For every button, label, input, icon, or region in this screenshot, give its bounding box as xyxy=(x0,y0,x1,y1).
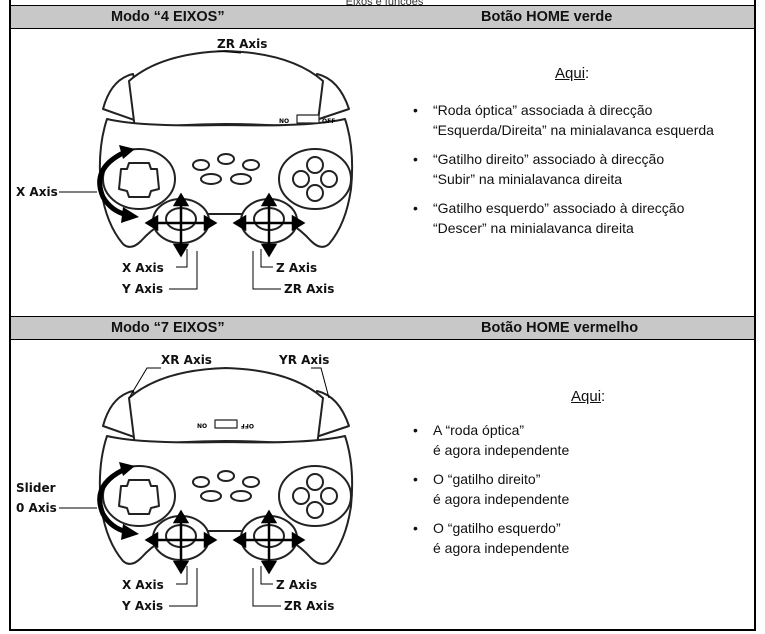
section2-home-button-title: Botão HOME vermelho xyxy=(481,320,639,336)
slider-label: Slider xyxy=(16,481,56,495)
gamepad-diagram-7-axes: NO OFF xyxy=(16,353,354,613)
zr-axis-bottom-label: ZR Axis xyxy=(284,599,334,613)
switch-label-no: NO xyxy=(279,118,289,125)
gamepad-diagram-4-axes: NO OFF xyxy=(16,37,354,296)
section1-header: Modo “4 EIXOS” Botão HOME verde xyxy=(11,5,754,29)
right-stick-direction-arrows xyxy=(232,192,306,258)
section2-bullet-list: A “roda óptica” é agora independente O “g… xyxy=(407,420,569,567)
section2-mode-title: Modo “7 EIXOS” xyxy=(111,320,225,336)
switch-label-off: OFF xyxy=(241,422,254,429)
section1-bullet-list: “Roda óptica” associada à direcção “Esque… xyxy=(407,100,714,247)
bullet-line: é agora independente xyxy=(433,491,570,507)
right-stick-direction-arrows xyxy=(232,509,306,575)
y-axis-bottom-label: Y Axis xyxy=(121,599,163,613)
bullet-line: O “gatilho direito” xyxy=(433,471,541,487)
aqui-colon: : xyxy=(601,388,606,405)
zr-axis-bottom-label: ZR Axis xyxy=(284,282,334,296)
list-item: “Gatilho direito” associado à direcção “S… xyxy=(407,149,714,189)
xr-axis-top-label: XR Axis xyxy=(161,353,212,367)
gamepad-top-face xyxy=(128,50,324,130)
section2-body: NO OFF xyxy=(11,340,754,629)
left-stick-direction-arrows xyxy=(144,509,218,575)
z-axis-bottom-label: Z Axis xyxy=(276,261,317,275)
bullet-line: “Subir” na minialavanca direita xyxy=(433,171,623,187)
bullet-line: “Roda óptica” associada à direcção xyxy=(433,102,653,118)
zr-axis-top-label: ZR Axis xyxy=(217,37,267,51)
z-axis-bottom-label: Z Axis xyxy=(276,578,317,592)
bullet-line: “Gatilho esquerdo” associado à direcção xyxy=(433,200,685,216)
switch-label-off: OFF xyxy=(322,118,335,125)
aqui-text: Aqui xyxy=(571,388,602,405)
bullet-line: A “roda óptica” xyxy=(433,422,525,438)
rotation-arrow-icon xyxy=(97,150,128,218)
gamepad-top-face xyxy=(128,367,324,447)
dpad-cross xyxy=(118,162,160,198)
list-item: O “gatilho direito” é agora independente xyxy=(407,469,569,509)
list-item: “Roda óptica” associada à direcção “Esque… xyxy=(407,100,714,140)
bullet-line: é agora independente xyxy=(433,540,570,556)
switch-label-no: NO xyxy=(197,423,207,430)
face-buttons-ring xyxy=(278,465,352,527)
bullet-line: “Gatilho direito” associado à direcção xyxy=(433,151,665,167)
yr-axis-top-label: YR Axis xyxy=(278,353,329,367)
rotation-arrow-icon xyxy=(97,467,128,535)
section1-body: NO OFF xyxy=(11,29,754,316)
face-buttons-ring xyxy=(278,148,352,210)
bullet-line: “Descer” na minialavanca direita xyxy=(433,220,634,236)
x-axis-bottom-label: X Axis xyxy=(122,261,164,275)
section1-mode-title: Modo “4 EIXOS” xyxy=(111,9,225,25)
manual-page: Eixos e funções Modo “4 EIXOS” Botão HOM… xyxy=(9,0,756,631)
section2-header: Modo “7 EIXOS” Botão HOME vermelho xyxy=(11,316,754,340)
bullet-line: é agora independente xyxy=(433,442,570,458)
cropped-top-text: Eixos e funções xyxy=(11,0,758,5)
left-stick-direction-arrows xyxy=(144,192,218,258)
bullet-line: O “gatilho esquerdo” xyxy=(433,520,561,536)
x-axis-bottom-label: X Axis xyxy=(122,578,164,592)
bullet-line: “Esquerda/Direita” na minialavanca esque… xyxy=(433,122,714,138)
zero-axis-label: 0 Axis xyxy=(16,501,57,515)
list-item: A “roda óptica” é agora independente xyxy=(407,420,569,460)
aqui-colon: : xyxy=(585,65,590,82)
aqui-text: Aqui xyxy=(555,65,586,82)
aqui-heading: Aqui: xyxy=(555,65,589,82)
aqui-heading: Aqui: xyxy=(571,388,605,405)
section1-home-button-title: Botão HOME verde xyxy=(481,9,613,25)
list-item: O “gatilho esquerdo” é agora independente xyxy=(407,518,569,558)
x-axis-left-label: X Axis xyxy=(16,185,58,199)
y-axis-bottom-label: Y Axis xyxy=(121,282,163,296)
list-item: “Gatilho esquerdo” associado à direcção “… xyxy=(407,198,714,238)
dpad-cross xyxy=(118,479,160,515)
